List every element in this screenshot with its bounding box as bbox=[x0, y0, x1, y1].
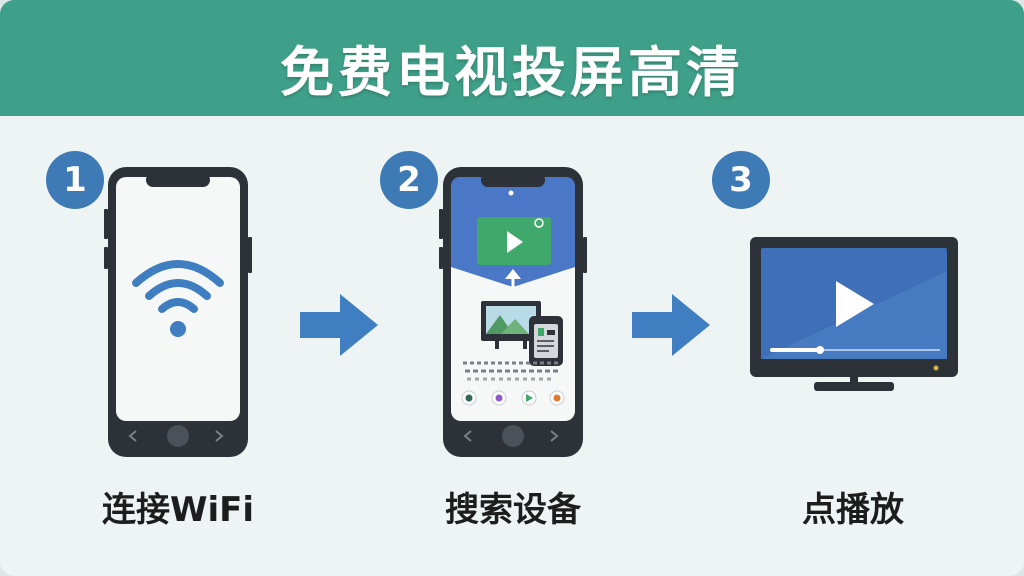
page-title: 免费电视投屏高清 bbox=[280, 41, 744, 104]
header-banner: 免费电视投屏高清 bbox=[0, 0, 1024, 116]
phone-search-devices-icon bbox=[439, 167, 587, 457]
step-2-label: 搜索设备 bbox=[445, 490, 581, 530]
phone-wifi-icon bbox=[104, 167, 252, 457]
step-1-label: 连接WiFi bbox=[101, 490, 255, 530]
arrow-right-icon bbox=[300, 294, 378, 356]
step-2-badge: 2 bbox=[380, 151, 438, 209]
tv-play-icon bbox=[750, 237, 958, 391]
arrow-right-icon bbox=[632, 294, 710, 356]
step-1-badge: 1 bbox=[46, 151, 104, 209]
step-3-badge: 3 bbox=[712, 151, 770, 209]
step-3-label: 点播放 bbox=[802, 490, 904, 530]
